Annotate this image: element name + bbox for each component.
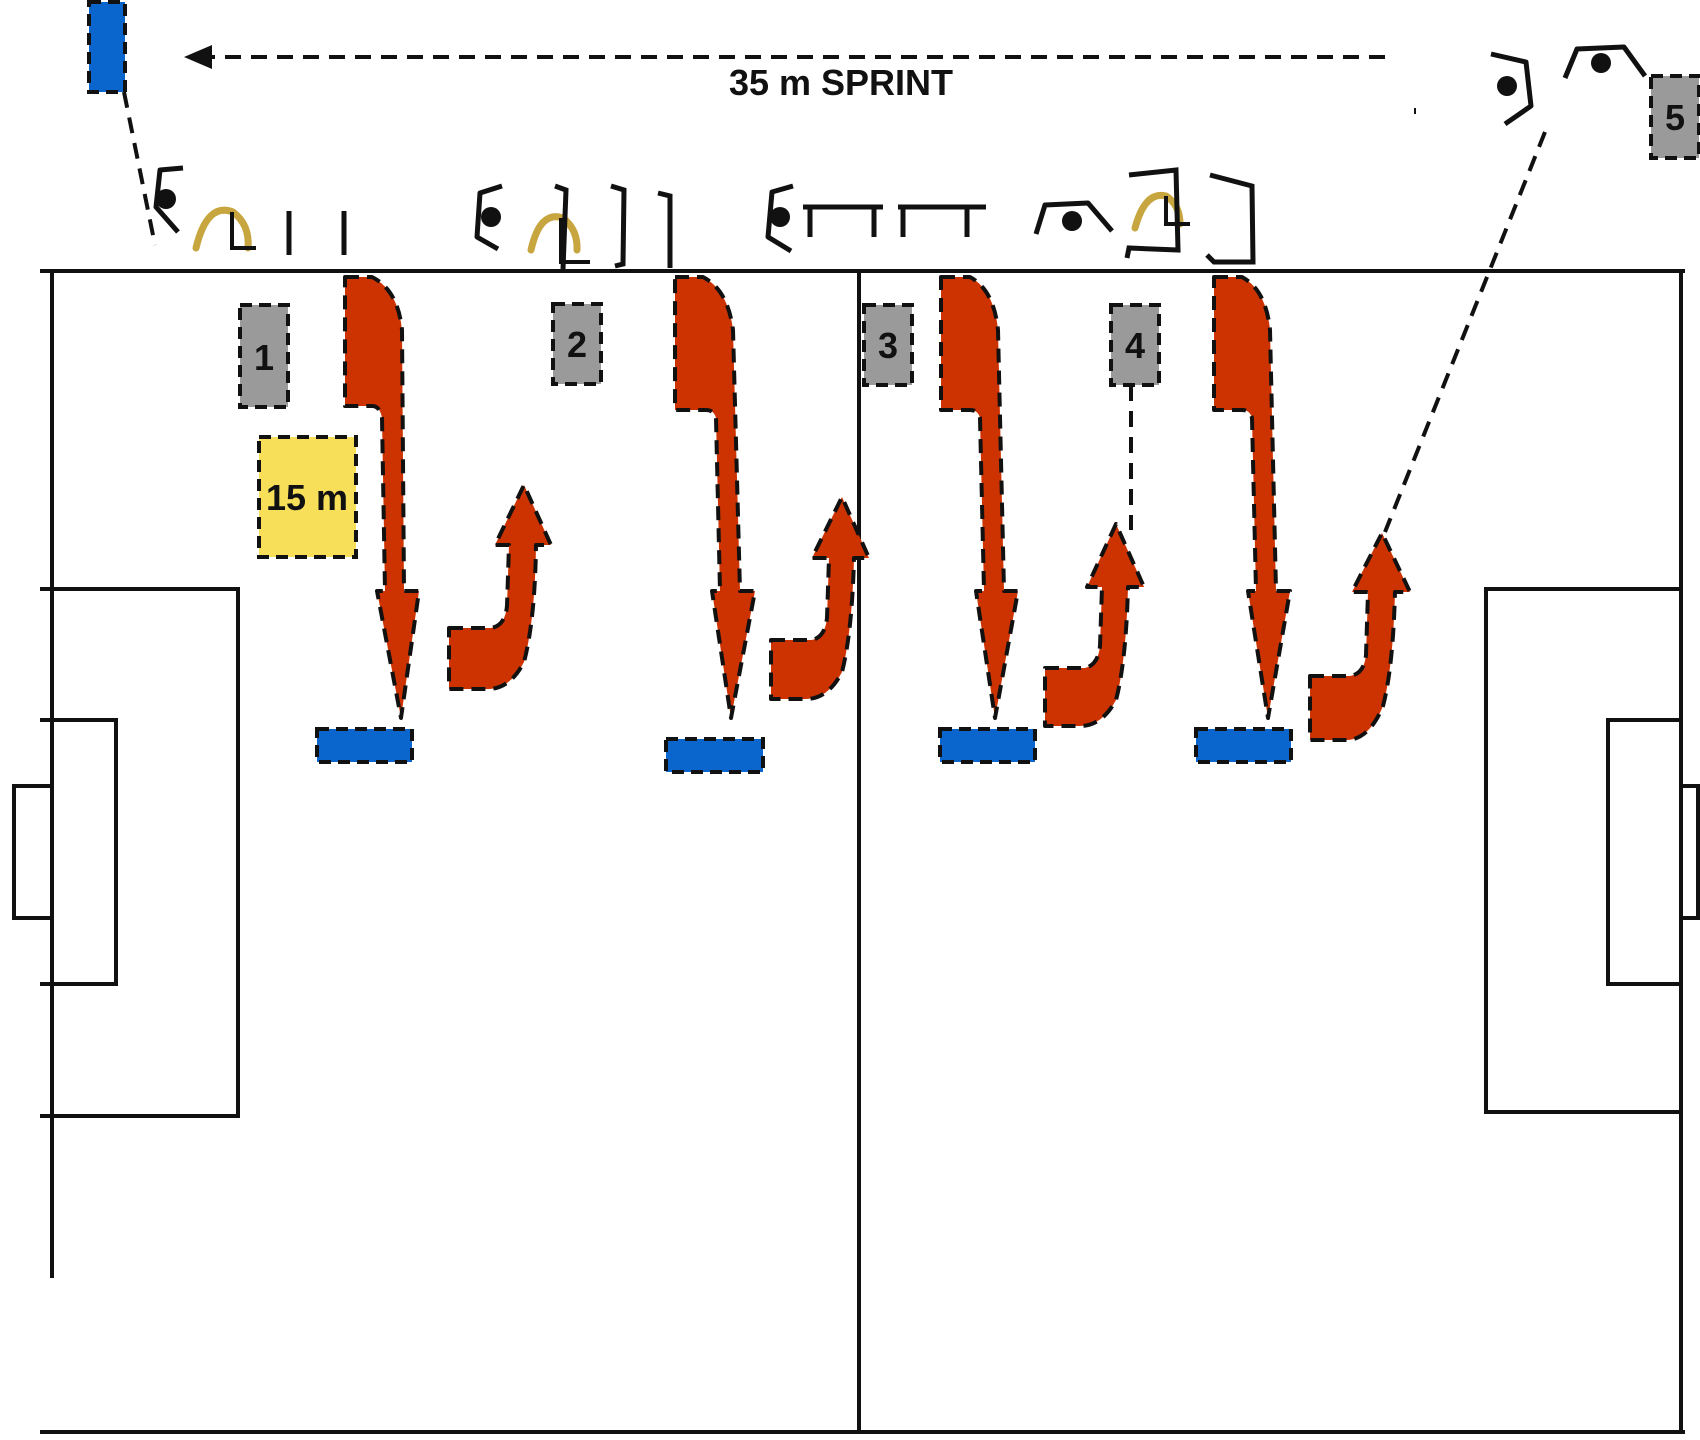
hurdle-icon: [192, 206, 252, 252]
return-arrow-icon: [1043, 522, 1146, 728]
player-icon: [153, 165, 184, 234]
route-left-diagonal: [122, 91, 157, 246]
station-2: 2: [551, 302, 603, 386]
left-goal-area: [40, 718, 118, 986]
station-4: 4: [1109, 303, 1161, 387]
right-penalty-area: [1484, 587, 1681, 1114]
run-arrow-icon: [939, 275, 1020, 720]
drill-title: 35 m SPRINT: [729, 62, 953, 103]
station-label: 5: [1665, 97, 1685, 138]
players: [153, 44, 1648, 254]
run-arrow-icon: [343, 275, 421, 720]
right-goal: [1681, 784, 1700, 920]
poles: [286, 167, 1256, 270]
pitch: [12, 269, 1700, 1434]
gate-icon: [1124, 167, 1181, 259]
pole-icon: [657, 190, 673, 268]
left-penalty-area: [40, 587, 240, 1118]
right-goal-area: [1606, 718, 1681, 986]
station-label: 3: [878, 325, 898, 366]
return-arrow-icon: [1308, 531, 1412, 742]
run-arrow-icon: [1212, 275, 1292, 720]
player-icon: [474, 183, 503, 252]
player-icon: [1562, 44, 1648, 79]
cone-icon: [938, 727, 1037, 764]
run-arrow-icon: [673, 275, 757, 720]
arrow-left-icon: [184, 45, 212, 69]
station-label: 1: [254, 337, 274, 378]
player-icon: [1490, 51, 1534, 127]
station-label: 2: [567, 324, 587, 365]
left-goal: [12, 784, 52, 920]
return-arrows: [447, 483, 1412, 742]
route-right-diagonal: [1383, 131, 1547, 533]
run-arrows: [343, 275, 1292, 720]
station-1: 1: [238, 303, 290, 409]
return-arrow-icon: [447, 483, 553, 691]
distance-label: 15 m: [266, 477, 348, 518]
distance-box: 15 m: [257, 435, 358, 559]
player-icon: [765, 183, 794, 254]
cone-icon: [315, 727, 414, 764]
pole-icon: [554, 183, 569, 270]
hurdle-icon: [527, 213, 581, 254]
player-icon: [1033, 200, 1114, 235]
cone-icon: [664, 737, 765, 774]
station-markers: 1 2 3 4 5: [238, 74, 1700, 409]
station-5: 5: [1649, 74, 1700, 160]
cone-icon: [87, 0, 127, 94]
gate-icon: [1205, 172, 1256, 265]
station-label: 4: [1125, 325, 1145, 366]
cone-icon: [1194, 727, 1293, 764]
return-arrow-icon: [769, 495, 871, 701]
sprint-route: [122, 55, 1547, 533]
station-3: 3: [862, 303, 914, 387]
pole-icon: [610, 183, 627, 269]
cones: [87, 0, 1293, 774]
